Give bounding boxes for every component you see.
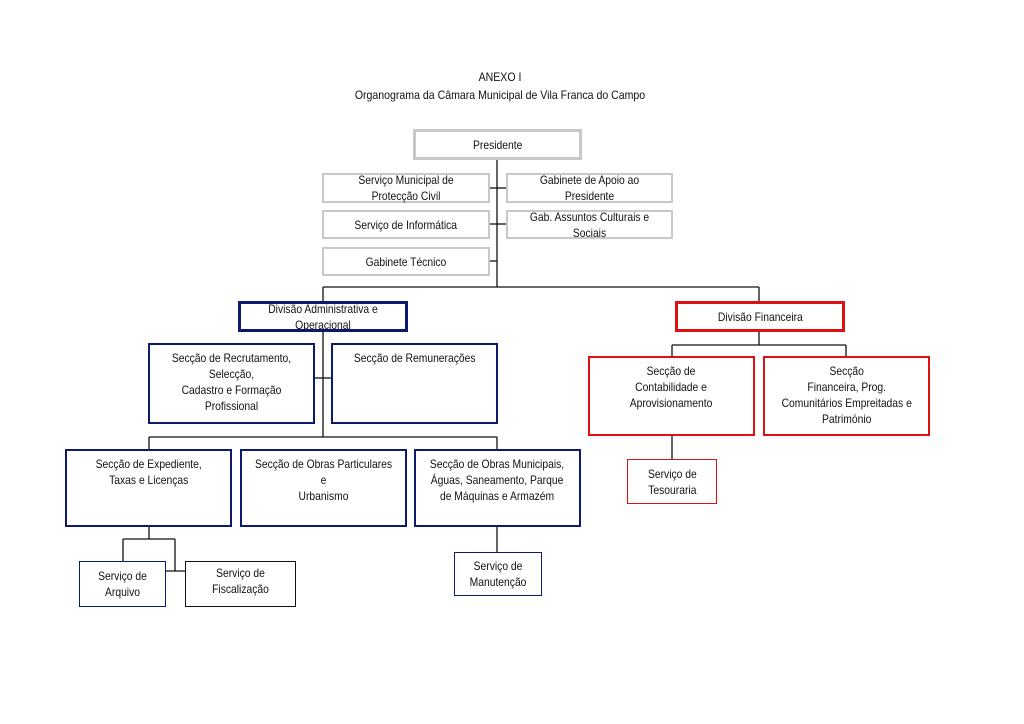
node-seccao-contabilidade: Secção de Contabilidade e Aprovisionamen… xyxy=(588,356,755,436)
node-servico-fiscalizacao: Serviço de Fiscalização xyxy=(185,561,296,607)
chart-title: Organograma da Câmara Municipal de Vila … xyxy=(354,88,646,102)
node-seccao-recrutamento: Secção de Recrutamento, Selecção, Cadast… xyxy=(148,343,315,424)
node-servico-arquivo: Serviço de Arquivo xyxy=(79,561,166,607)
node-protecao-civil: Serviço Municipal de Protecção Civil xyxy=(322,173,490,203)
node-assuntos-culturais: Gab. Assuntos Culturais e Sociais xyxy=(506,210,673,240)
node-seccao-obras-municipais: Secção de Obras Municipais, Águas, Sanea… xyxy=(414,449,581,527)
node-informatica: Serviço de Informática xyxy=(322,210,490,239)
node-gabinete-apoio: Gabinete de Apoio ao Presidente xyxy=(506,173,673,203)
node-divisao-administrativa: Divisão Administrativa e Operacional xyxy=(238,301,408,332)
node-seccao-expediente: Secção de Expediente, Taxas e Licenças xyxy=(65,449,232,527)
node-seccao-financeira-prog: Secção Financeira, Prog. Comunitários Em… xyxy=(763,356,930,436)
node-seccao-obras-particulares: Secção de Obras Particulares e Urbanismo xyxy=(240,449,407,527)
node-seccao-remuneracoes: Secção de Remunerações xyxy=(331,343,498,424)
node-servico-tesouraria: Serviço de Tesouraria xyxy=(627,459,717,504)
node-servico-manutencao: Serviço de Manutenção xyxy=(454,552,542,596)
node-divisao-financeira: Divisão Financeira xyxy=(675,301,845,332)
node-presidente: Presidente xyxy=(413,129,582,160)
annex-label: ANEXO I xyxy=(478,70,522,84)
node-gabinete-tecnico: Gabinete Técnico xyxy=(322,247,490,276)
